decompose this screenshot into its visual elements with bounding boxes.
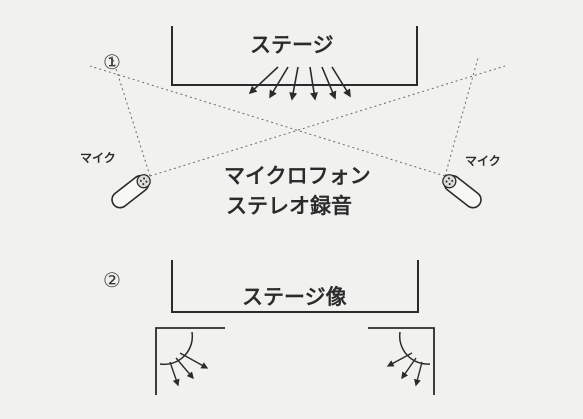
caption-line1: マイクロフォン [224,164,371,188]
left-mic-line-far [149,65,506,177]
speaker-arrow [401,357,417,380]
stage-label: ステージ [250,33,334,57]
speaker-right [368,327,435,395]
microphone-left [111,174,151,209]
stage-image-label: ステージ像 [242,285,347,309]
right-mic-line-far [89,65,446,177]
speaker-arrow [179,352,209,369]
speaker-arrow [386,352,413,367]
stage-image-outline [171,260,419,313]
speaker-arrow [414,361,423,387]
sound-arrow [269,66,289,99]
caption-line2: ステレオ録音 [226,194,352,218]
stage-sound-arrows [248,66,351,101]
sound-arrow [289,66,299,101]
sound-arrow [248,66,279,95]
right-mic-line-near [444,57,479,177]
microphone-right [442,174,482,209]
mic-left-label: マイク [80,151,116,165]
mic-right-label: マイク [465,154,501,168]
pickup-lines [89,55,506,177]
speaker-left [155,327,225,395]
speaker-arrow [169,361,180,387]
marker-one: ① [103,50,121,74]
sound-arrow [331,66,351,98]
speaker-arrow [175,357,194,380]
sound-arrow [321,66,337,100]
marker-two: ② [103,268,121,292]
left-mic-line-near [111,55,151,177]
sound-arrow [309,66,318,101]
